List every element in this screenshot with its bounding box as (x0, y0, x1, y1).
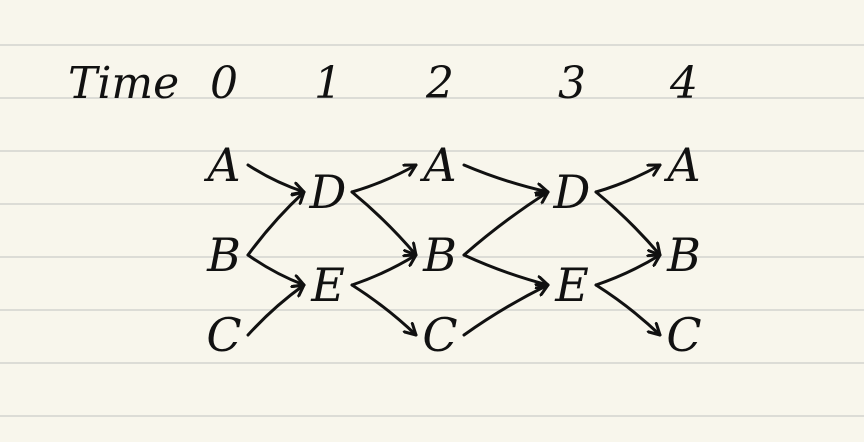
time-step-3: 3 (558, 58, 586, 109)
node-b-t2: B (422, 228, 457, 282)
edge-D3-to-A4 (594, 163, 662, 194)
node-e-t1: E (310, 258, 345, 312)
node-a-t0: A (203, 138, 240, 192)
node-a-t2: A (419, 138, 456, 192)
edge-C2-to-E3 (462, 285, 550, 337)
edge-B0-to-E1 (246, 253, 306, 285)
time-step-4: 4 (669, 58, 698, 109)
edge-A0-to-D1 (246, 163, 306, 192)
edge-B0-to-D1 (246, 190, 306, 257)
node-e-t3: E (554, 258, 589, 312)
time-step-1: 1 (314, 58, 342, 109)
node-d-t1: D (309, 165, 347, 219)
edge-A2-to-D3 (462, 163, 550, 192)
time-label: Time (68, 58, 179, 109)
time-step-0: 0 (210, 58, 238, 109)
edge-C0-to-E1 (246, 283, 306, 337)
transition-edges (246, 163, 662, 337)
time-step-2: 2 (425, 58, 454, 109)
node-a-t4: A (663, 138, 700, 192)
edge-E3-to-B4 (594, 253, 662, 287)
node-c-t2: C (422, 308, 457, 362)
edge-E1-to-C2 (350, 283, 418, 337)
node-d-t3: D (553, 165, 591, 219)
node-c-t4: C (666, 308, 701, 362)
time-steps: 0 1 2 3 4 (210, 58, 698, 109)
edge-D3-to-B4 (594, 190, 662, 257)
edge-D1-to-A2 (350, 163, 418, 194)
node-c-t0: C (206, 308, 241, 362)
node-b-t0: B (206, 228, 241, 282)
edge-B2-to-E3 (462, 253, 550, 285)
node-b-t4: B (666, 228, 701, 282)
edge-E3-to-C4 (594, 283, 662, 337)
edge-E1-to-B2 (350, 253, 418, 287)
edge-B2-to-D3 (462, 190, 550, 257)
edge-D1-to-B2 (350, 190, 418, 257)
